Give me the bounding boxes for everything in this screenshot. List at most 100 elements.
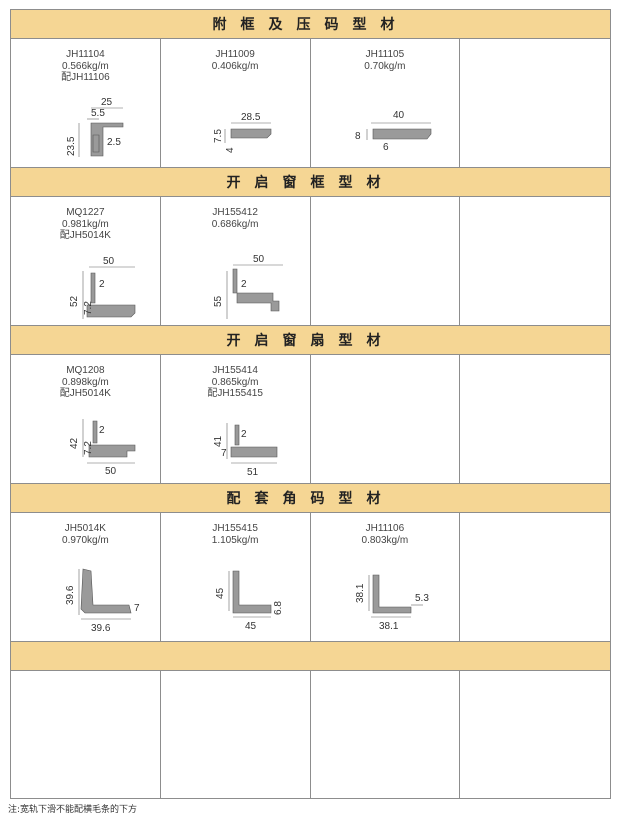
profile-drawing: 50 2 52 7.2 xyxy=(69,256,136,319)
profile-drawing: 39.6 7 39.6 xyxy=(65,568,140,634)
dimension-label: 7.2 xyxy=(83,441,94,455)
profile-shape xyxy=(372,128,431,140)
dimension-label: 28.5 xyxy=(241,112,261,123)
profile-code: MQ1208 xyxy=(66,365,105,376)
dimension-label: 45 xyxy=(245,621,257,632)
section-row xyxy=(11,671,610,798)
profile-cell: JH155415 1.105kg/m 45 6.8 45 xyxy=(161,513,311,641)
dimension-label: 40 xyxy=(393,110,405,121)
profile-shape xyxy=(90,122,124,157)
profile-code: JH155412 xyxy=(212,207,258,218)
dimension-label: 2 xyxy=(99,425,105,436)
profile-weight: 0.803kg/m xyxy=(361,534,409,546)
dimension-label: 51 xyxy=(247,467,259,478)
profile-cell-empty xyxy=(460,197,610,325)
profile-weight: 0.981kg/m xyxy=(62,218,109,230)
dimension-label: 7.5 xyxy=(213,129,224,143)
profile-drawing: 45 6.8 45 xyxy=(215,570,284,632)
profile-catalog-sheet: 附框及压码型材 JH11104 0.566kg/m 配JH11106 25 5.… xyxy=(10,9,611,799)
profile-drawing: 50 2 55 xyxy=(213,254,283,319)
section-row: MQ1227 0.981kg/m 配JH5014K 50 2 52 7.2 JH… xyxy=(11,197,610,325)
profile-cell-empty xyxy=(311,197,461,325)
dimension-label: 50 xyxy=(105,466,117,477)
profile-cell: JH155412 0.686kg/m 50 2 55 xyxy=(161,197,311,325)
profile-code: JH5014K xyxy=(64,523,106,534)
profile-pair: 配JH11106 xyxy=(61,72,110,83)
dimension-label: 8 xyxy=(355,131,361,142)
profile-weight: 1.105kg/m xyxy=(211,534,259,546)
profile-caption: JH155412 0.686kg/m xyxy=(161,207,310,230)
dimension-label: 2.5 xyxy=(107,137,121,148)
section-row: MQ1208 0.898kg/m 配JH5014K 2 42 7.2 50 JH… xyxy=(11,355,610,483)
dimension-label: 7.2 xyxy=(83,301,94,315)
dimension-label: 39.6 xyxy=(65,585,76,605)
footnote: 注:宽轨下滑不能配横毛条的下方 xyxy=(8,805,138,815)
profile-caption: MQ1227 0.981kg/m 配JH5014K xyxy=(11,207,160,242)
profile-cell-empty xyxy=(311,671,461,798)
profile-weight: 0.686kg/m xyxy=(211,218,259,230)
profile-drawing: 28.5 7.5 4 xyxy=(213,112,272,153)
profile-shape xyxy=(230,424,278,458)
dimension-label: 41 xyxy=(213,435,224,447)
profile-cell-empty xyxy=(311,355,461,483)
profile-cell: JH11106 0.803kg/m 38.1 5.3 38.1 xyxy=(311,513,461,641)
profile-pair: 配JH155415 xyxy=(207,388,263,399)
profile-drawing: 2 42 7.2 50 xyxy=(69,419,136,477)
profile-caption: MQ1208 0.898kg/m 配JH5014K xyxy=(11,365,160,400)
section-row: JH5014K 0.970kg/m 39.6 7 39.6 JH155415 1… xyxy=(11,513,610,641)
profile-weight: 0.406kg/m xyxy=(211,60,259,72)
profile-cell: JH11104 0.566kg/m 配JH11106 25 5.5 2.5 23… xyxy=(11,39,161,167)
profile-weight: 0.70kg/m xyxy=(364,60,406,72)
profile-shape xyxy=(88,420,136,458)
dimension-label: 6 xyxy=(383,142,389,153)
profile-code: JH11009 xyxy=(215,49,255,60)
profile-code: MQ1227 xyxy=(66,207,105,218)
profile-caption: JH155415 1.105kg/m xyxy=(161,523,310,546)
dimension-label: 50 xyxy=(103,256,115,267)
profile-caption: JH11106 0.803kg/m xyxy=(311,523,460,546)
profile-code: JH155415 xyxy=(212,523,258,534)
profile-weight: 0.566kg/m xyxy=(62,60,109,72)
section-row: JH11104 0.566kg/m 配JH11106 25 5.5 2.5 23… xyxy=(11,39,610,167)
section-header: 附框及压码型材 xyxy=(11,10,610,39)
profile-caption: JH11105 0.70kg/m xyxy=(311,49,460,72)
profile-weight: 0.970kg/m xyxy=(62,534,109,546)
profile-shape xyxy=(230,128,272,139)
section-header: 配套角码型材 xyxy=(11,483,610,513)
profile-cell: MQ1208 0.898kg/m 配JH5014K 2 42 7.2 50 xyxy=(11,355,161,483)
dimension-label: 38.1 xyxy=(355,583,366,603)
profile-code: JH155414 xyxy=(212,365,258,376)
profile-cell: MQ1227 0.981kg/m 配JH5014K 50 2 52 7.2 xyxy=(11,197,161,325)
profile-cell-empty xyxy=(11,671,161,798)
dimension-label: 55 xyxy=(213,295,224,307)
section-header: 开启窗扇型材 xyxy=(11,325,610,355)
profile-cell: JH11105 0.70kg/m 40 8 6 xyxy=(311,39,461,167)
dimension-label: 5.3 xyxy=(415,593,429,604)
profile-cell-empty xyxy=(460,671,610,798)
profile-shape xyxy=(232,570,272,614)
dimension-label: 39.6 xyxy=(91,623,111,634)
profile-cell: JH155414 0.865kg/m 配JH155415 41 2 7 51 xyxy=(161,355,311,483)
profile-shape xyxy=(232,268,280,312)
profile-weight: 0.898kg/m xyxy=(62,376,109,388)
dimension-label: 50 xyxy=(253,254,265,265)
dimension-label: 52 xyxy=(69,295,80,307)
dimension-label: 4 xyxy=(225,147,236,153)
dimension-label: 5.5 xyxy=(91,108,105,119)
profile-pair: 配JH5014K xyxy=(59,230,111,241)
dimension-label: 45 xyxy=(215,587,226,599)
profile-weight: 0.865kg/m xyxy=(211,376,259,388)
profile-cell: JH5014K 0.970kg/m 39.6 7 39.6 xyxy=(11,513,161,641)
section-header xyxy=(11,641,610,671)
dimension-label: 2 xyxy=(241,279,247,290)
profile-caption: JH155414 0.865kg/m 配JH155415 xyxy=(161,365,310,400)
profile-drawing: 38.1 5.3 38.1 xyxy=(355,574,429,632)
dimension-label: 2 xyxy=(99,279,105,290)
profile-code: JH11105 xyxy=(365,49,405,60)
dimension-label: 7 xyxy=(134,603,140,614)
dimension-label: 2 xyxy=(241,429,247,440)
profile-shape xyxy=(80,568,132,614)
profile-pair: 配JH5014K xyxy=(59,388,111,399)
profile-cell-empty xyxy=(460,513,610,641)
dimension-label: 23.5 xyxy=(66,136,77,156)
